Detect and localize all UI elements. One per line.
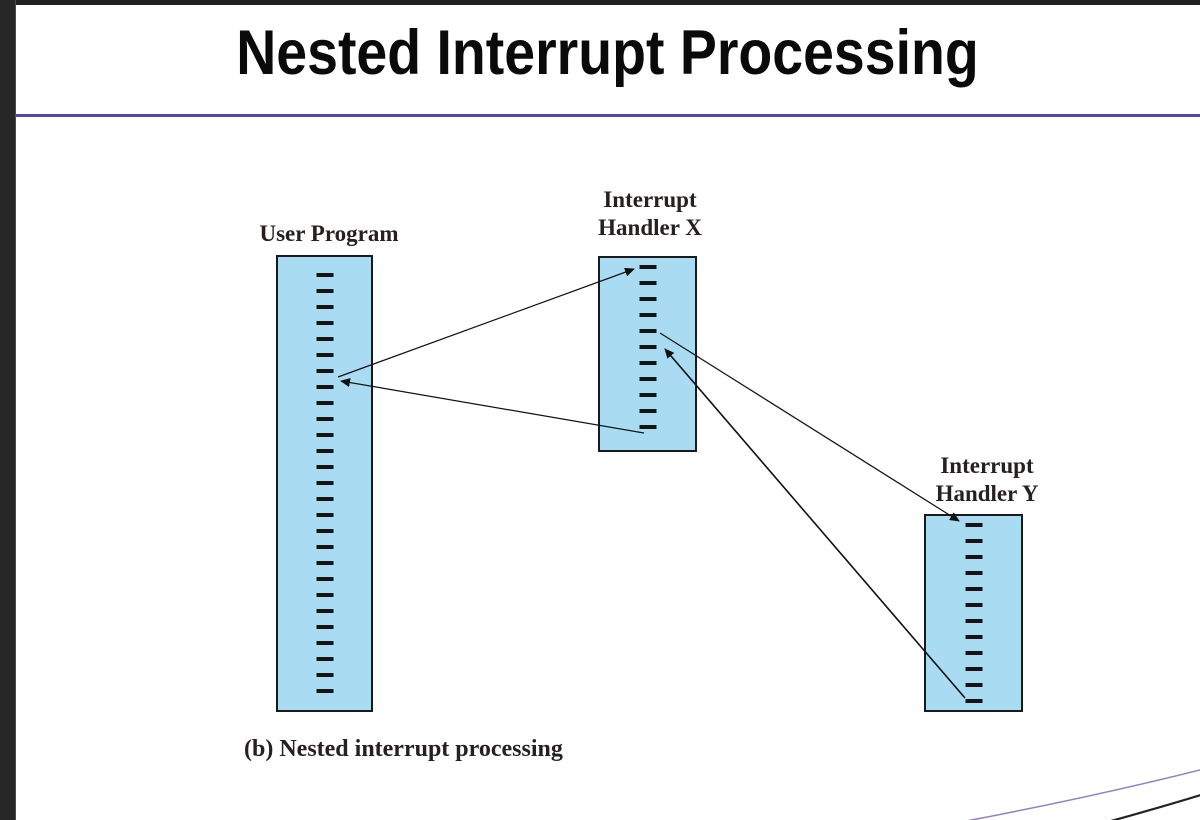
interrupt-handler-x-label-line1: Interrupt	[603, 187, 697, 212]
user-program-code-lines	[316, 273, 333, 694]
slide-title: Nested Interrupt Processing	[236, 18, 979, 88]
interrupt-handler-y-label: Interrupt Handler Y	[936, 452, 1039, 508]
interrupt-handler-x-label: Interrupt Handler X	[598, 186, 702, 242]
interrupt-handler-x-label-line2: Handler X	[598, 215, 702, 240]
left-edge-bar	[0, 0, 16, 820]
interrupt-handler-y-code-lines	[965, 523, 982, 704]
title-container: Nested Interrupt Processing	[86, 20, 1129, 86]
title-underline-rule	[15, 114, 1200, 117]
swoosh-purple-line	[967, 769, 1200, 820]
interrupt-handler-y-box	[924, 514, 1023, 712]
interrupt-handler-y-label-line2: Handler Y	[935, 481, 1039, 506]
top-edge-bar	[0, 0, 1200, 5]
user-program-box	[276, 255, 373, 712]
figure-caption: (b) Nested interrupt processing	[244, 736, 563, 762]
user-program-label: User Program	[259, 221, 399, 246]
arrow-user-to-handler-x	[337, 267, 635, 378]
interrupt-handler-x-box	[598, 256, 697, 452]
swoosh-black-line	[1110, 794, 1200, 820]
interrupt-handler-y-label-line1: Interrupt	[940, 453, 1034, 478]
arrow-handler-x-to-handler-y	[659, 332, 960, 522]
arrow-handler-y-to-handler-x	[664, 348, 966, 699]
interrupt-handler-x-code-lines	[639, 265, 656, 438]
